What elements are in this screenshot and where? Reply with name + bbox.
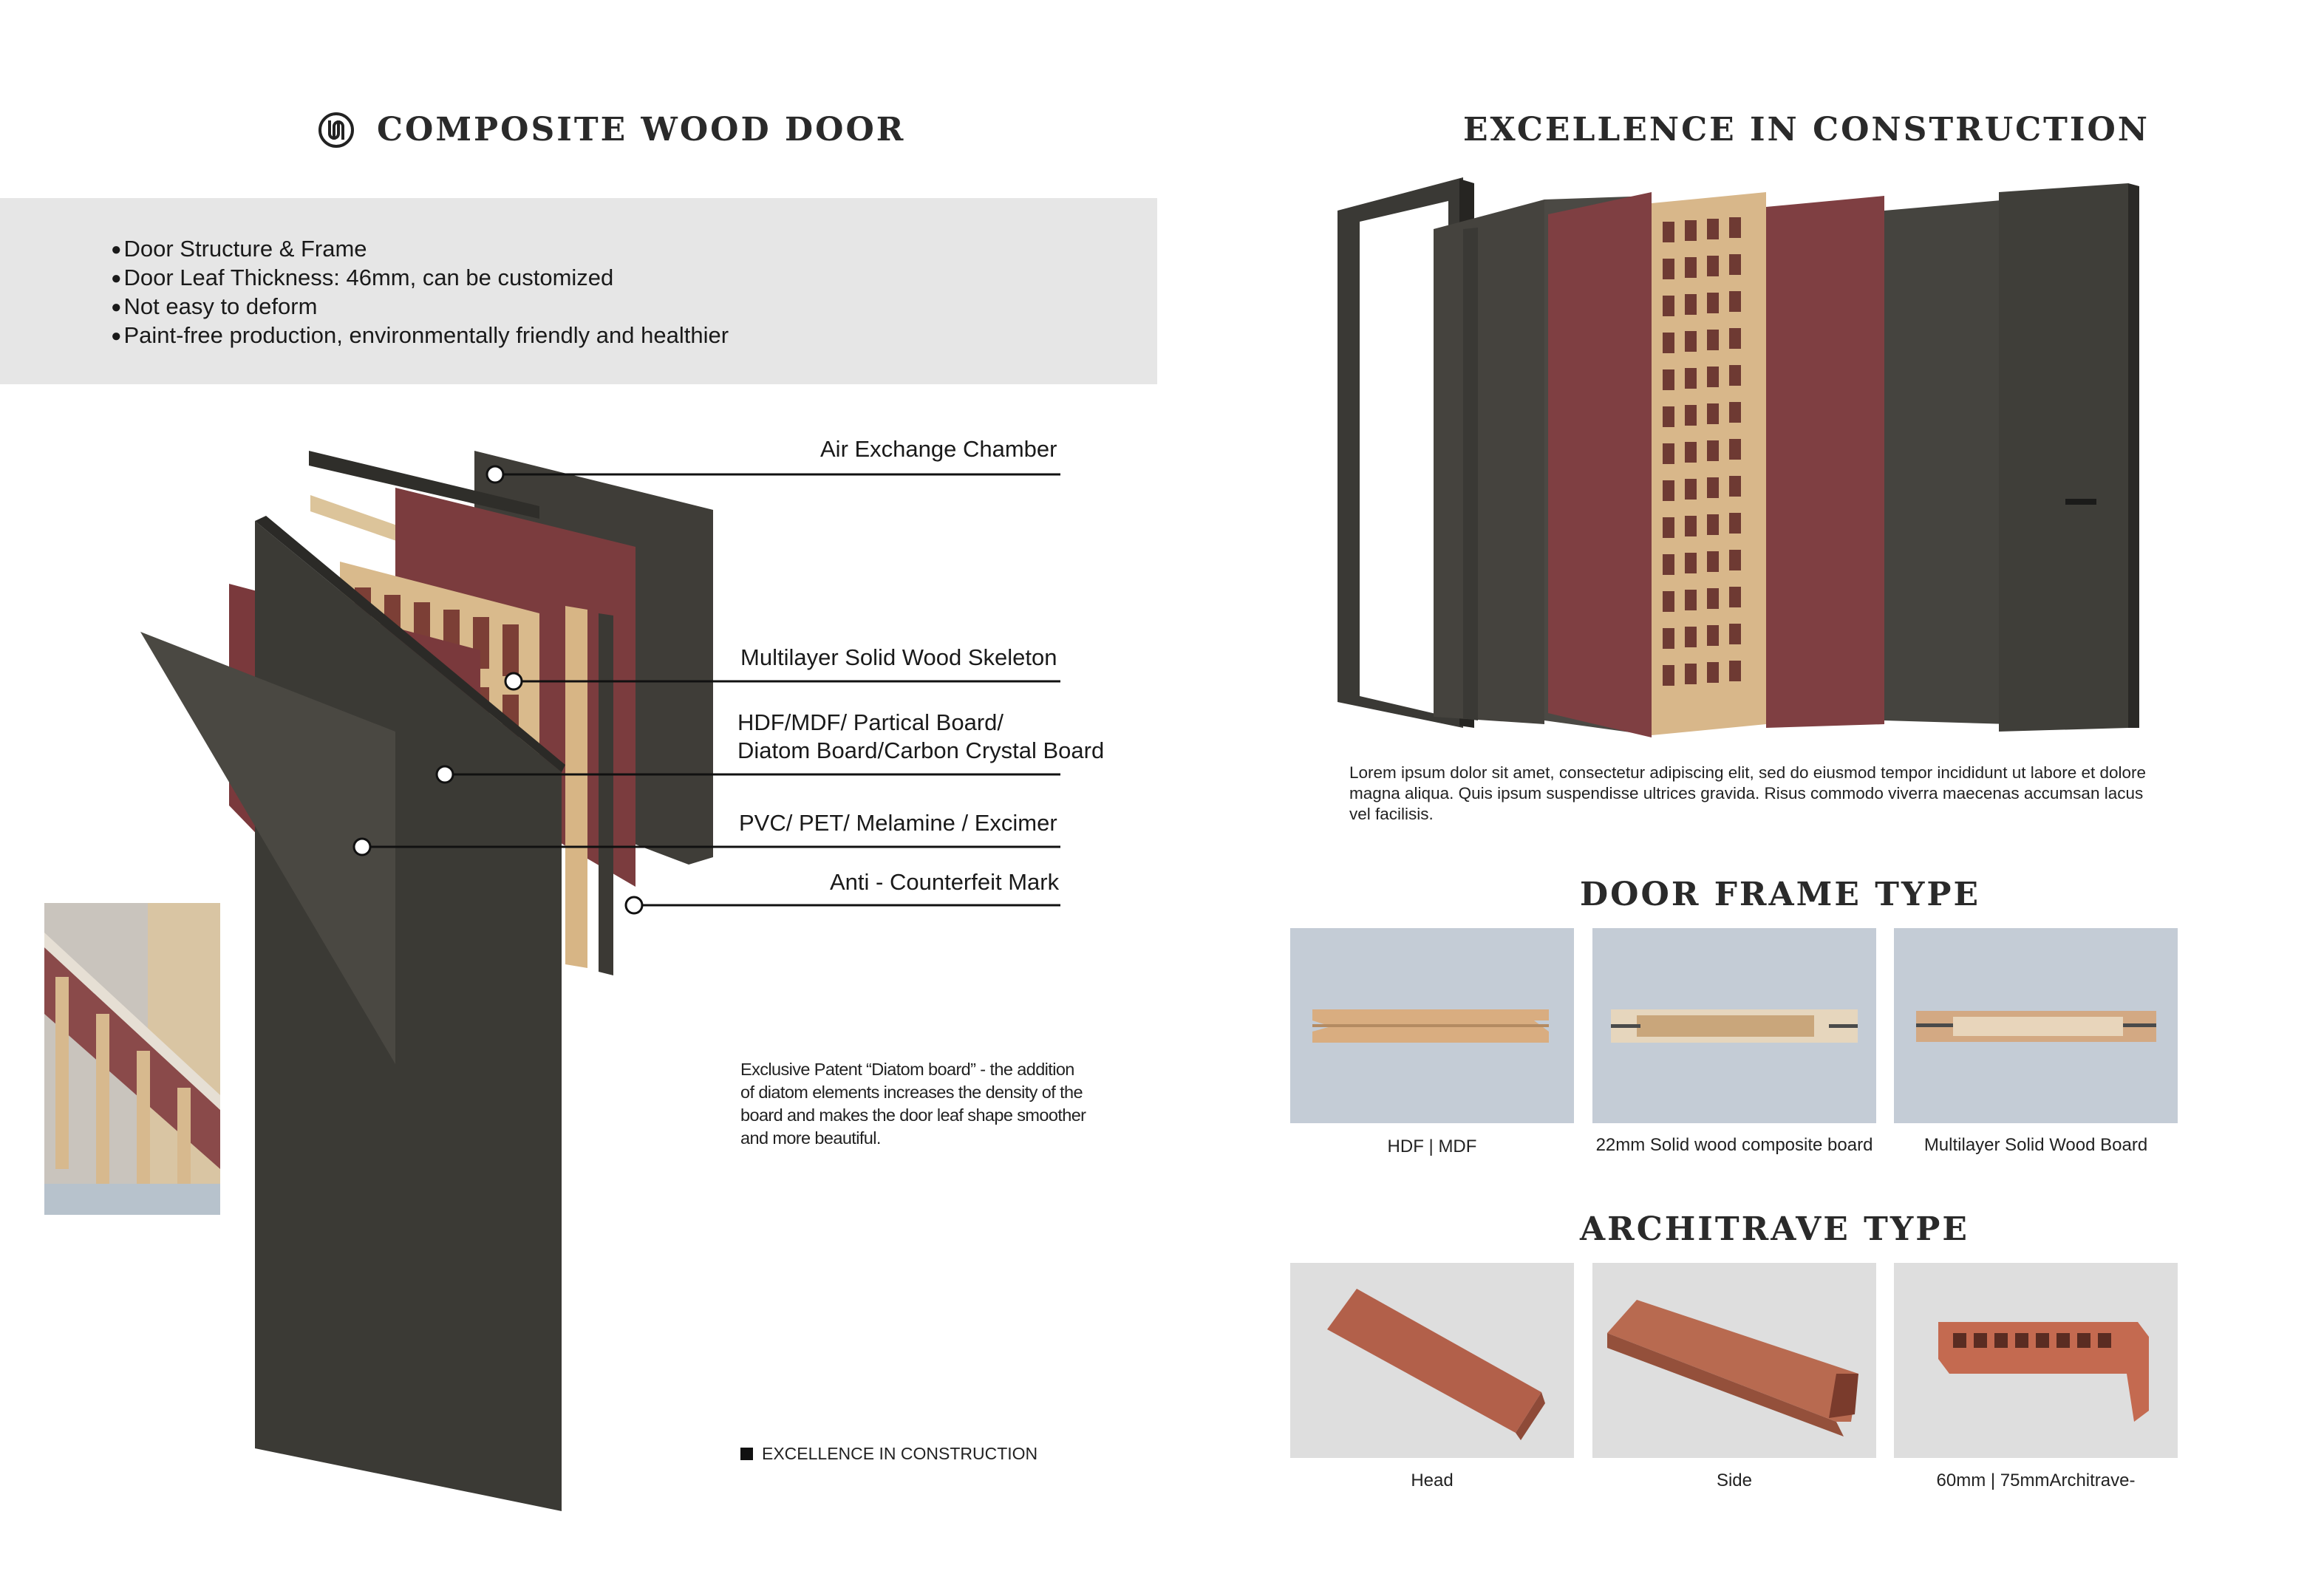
lattice-layer xyxy=(1652,192,1766,735)
feature-item: Paint-free production, environmentally f… xyxy=(111,321,729,350)
door-frame-type-title: DOOR FRAME TYPE xyxy=(1580,876,1980,913)
frame-tile-hdf-mdf xyxy=(1290,928,1574,1123)
callout-air-exchange: Air Exchange Chamber xyxy=(820,436,1057,462)
title-text: COMPOSITE WOOD DOOR xyxy=(377,111,906,149)
board-layer-2 xyxy=(1766,196,1884,728)
feature-item: Not easy to deform xyxy=(111,293,729,321)
board-layer xyxy=(1548,192,1652,737)
callout-skeleton: Multilayer Solid Wood Skeleton xyxy=(740,644,1057,670)
skeleton-closeup-photo xyxy=(44,903,220,1215)
feature-list: Door Structure & Frame Door Leaf Thickne… xyxy=(111,235,729,350)
frame-caption-hdf-mdf: HDF | MDF xyxy=(1387,1137,1477,1156)
feature-item: Door Structure & Frame xyxy=(111,235,729,264)
construction-description: Lorem ipsum dolor sit amet, consectetur … xyxy=(1349,763,2147,823)
frame-tile-solid-wood-composite xyxy=(1592,928,1876,1123)
callout-anti-counterfeit: Anti - Counterfeit Mark xyxy=(830,869,1060,895)
patent-note: Exclusive Patent “Diatom board” - the ad… xyxy=(740,1060,1086,1148)
features-panel: Door Structure & Frame Door Leaf Thickne… xyxy=(0,198,1157,384)
door-handle-icon xyxy=(2065,499,2096,505)
architrave-caption-profile: 60mm | 75mmArchitrave- xyxy=(1936,1471,2136,1490)
stile-strip xyxy=(565,606,587,968)
stile-strip-dark xyxy=(599,613,613,975)
callout-surface: PVC/ PET/ Melamine / Excimer xyxy=(739,810,1057,836)
frame-caption-solid-wood-composite: 22mm Solid wood composite board xyxy=(1595,1135,1873,1155)
footer-section-label: EXCELLENCE IN CONSTRUCTION xyxy=(740,1444,1037,1464)
architrave-type-title: ARCHITRAVE TYPE xyxy=(1580,1210,1969,1248)
frame-caption-multilayer: Multilayer Solid Wood Board xyxy=(1923,1135,2148,1155)
footer-label-text: EXCELLENCE IN CONSTRUCTION xyxy=(762,1444,1038,1463)
door-leaf-front xyxy=(1999,183,2128,732)
square-bullet-icon xyxy=(740,1448,753,1460)
left-page-title: COMPOSITE WOOD DOOR xyxy=(318,111,905,149)
callout-leaders xyxy=(352,465,1060,915)
architrave-tile-profile xyxy=(1894,1263,2178,1458)
skin-layer xyxy=(1884,200,2010,724)
frame-tile-multilayer xyxy=(1894,928,2178,1123)
callout-board-line1: HDF/MDF/ Partical Board/ xyxy=(737,709,1004,735)
feature-item: Door Leaf Thickness: 46mm, can be custom… xyxy=(111,264,729,293)
right-page-title: EXCELLENCE IN CONSTRUCTION xyxy=(1463,111,2150,149)
architrave-caption-side: Side xyxy=(1716,1471,1753,1490)
exploded-door-illustration xyxy=(140,451,1060,1511)
architrave-caption-head: Head xyxy=(1411,1471,1454,1490)
architrave-tile-side xyxy=(1592,1263,1876,1458)
top-rail-dark xyxy=(309,451,539,519)
callout-board-line2: Diatom Board/Carbon Crystal Board xyxy=(737,737,1105,763)
exploded-door-layers-illustration xyxy=(1338,177,2139,737)
door-structure-diagram: Air Exchange Chamber Multilayer Solid Wo… xyxy=(140,436,1145,1530)
architrave-tile-head xyxy=(1290,1263,1574,1458)
brand-monogram-icon xyxy=(318,112,354,148)
front-skin-panel xyxy=(140,632,395,1064)
